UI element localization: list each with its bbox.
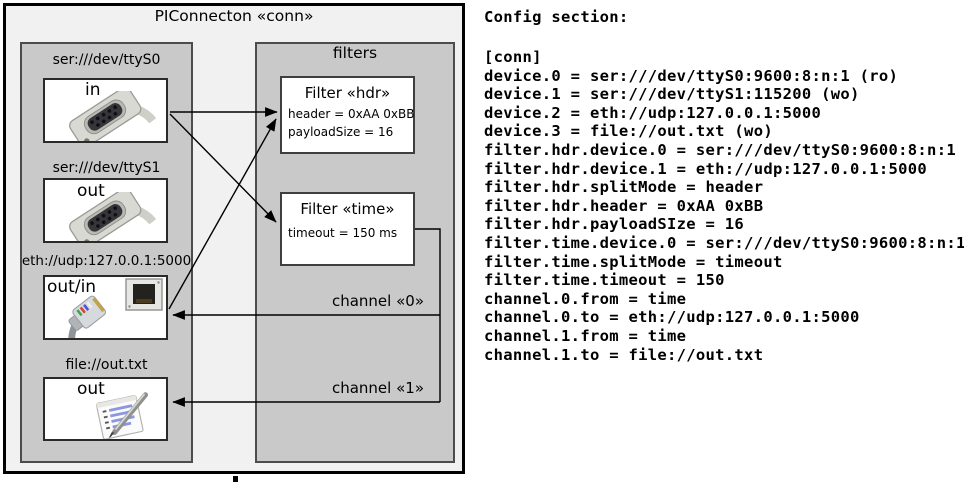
serial-connector-icon (49, 91, 161, 141)
device-box-ttys1: out (43, 178, 168, 243)
device-uri-file: file://out.txt (65, 357, 148, 373)
device-uri-eth: eth://udp:127.0.0.1:5000 (21, 253, 192, 269)
channel-1-label: channel «1» (331, 379, 424, 397)
config-text: [conn] device.0 = ser:///dev/ttyS0:9600:… (484, 48, 964, 364)
filters-panel-title: filters (332, 44, 378, 62)
device-uri-ttys1: ser:///dev/ttyS1 (52, 160, 161, 176)
filter-hdr-title: Filter «hdr» (304, 84, 391, 102)
notepad-icon (89, 392, 153, 439)
config-section-heading: Config section: (484, 8, 629, 26)
device-box-ttys0: in (43, 78, 168, 143)
device-uri-ttys0: ser:///dev/ttyS0 (52, 52, 161, 68)
filter-time-title: Filter «time» (300, 200, 395, 218)
device-box-eth: out/in (43, 275, 168, 340)
ethernet-connector-icon (45, 294, 133, 338)
filter-hdr-property: payloadSize = 16 (288, 124, 394, 139)
port-direction-label: out/in (47, 277, 97, 297)
channel-0-label: channel «0» (331, 292, 424, 310)
filter-hdr-box: Filter «hdr» header = 0xAA 0xBB payloadS… (280, 76, 415, 154)
filter-time-box: Filter «time» timeout = 150 ms (280, 192, 415, 266)
port-direction-label: in (85, 80, 101, 100)
filter-time-property: timeout = 150 ms (288, 226, 398, 240)
filter-hdr-property: header = 0xAA 0xBB (288, 107, 415, 121)
serial-connector-icon (49, 192, 161, 242)
port-direction-label: out (77, 379, 105, 399)
bottom-tick-mark (233, 476, 238, 482)
port-direction-label: out (77, 181, 105, 201)
diagram-title: PIConnecton «conn» (154, 7, 314, 25)
device-box-file: out (43, 377, 168, 441)
